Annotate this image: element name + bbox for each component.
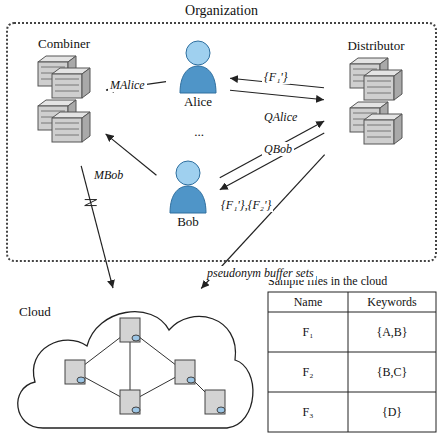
- node-label: Organization: [8, 3, 435, 19]
- alice-user: Alice: [168, 38, 228, 124]
- message-arrow: [220, 121, 324, 178]
- message-arrow: [220, 133, 324, 190]
- node-label: Distributor: [326, 38, 426, 54]
- message-label: MAlice: [108, 78, 147, 92]
- node-label: Alice: [168, 94, 228, 110]
- cloud-servers: [65, 318, 225, 414]
- message-arrow: [201, 155, 324, 289]
- message-label: {F₁'},{F₂'}: [219, 198, 273, 212]
- message-arrow: [230, 90, 324, 100]
- server-unit: [52, 68, 90, 98]
- server-icon: [34, 54, 94, 144]
- node-label: Combiner: [24, 36, 104, 52]
- combiner-server: Combiner: [24, 36, 104, 164]
- server-unit: [364, 114, 402, 144]
- table-cell: F₂: [268, 365, 348, 380]
- table-cell: F₃: [268, 405, 348, 420]
- server-unit: [364, 70, 402, 100]
- person-icon: [176, 38, 220, 94]
- sample-table: [268, 292, 436, 432]
- server-icon: [346, 56, 406, 146]
- table-cell: Keywords: [348, 295, 436, 310]
- cloud-region: Cloud: [5, 290, 260, 436]
- message-label: QBob: [262, 142, 294, 156]
- node-label: Bob: [158, 214, 218, 230]
- organization-region: OrganizationCombinerDistributorAliceBob: [6, 22, 437, 262]
- server-unit: [52, 112, 90, 142]
- node-label: Cloud: [5, 290, 260, 320]
- table-cell: F₁: [268, 325, 348, 340]
- bob-user: Bob: [158, 158, 218, 244]
- table-cell: {D}: [348, 405, 436, 420]
- person-icon: [166, 158, 210, 214]
- message-label: MBob: [92, 168, 125, 182]
- table-cell: {A,B}: [348, 325, 436, 340]
- message-label: {F₁'}: [262, 70, 290, 84]
- table-cell: {B,C}: [348, 365, 436, 380]
- message-label: pseudonym buffer sets: [205, 266, 316, 280]
- break-mark: [85, 200, 97, 206]
- table-cell: Name: [268, 295, 348, 310]
- distributor-server: Distributor: [326, 38, 426, 160]
- message-label: QAlice: [262, 110, 299, 124]
- ellipsis-mark: ...: [184, 124, 214, 140]
- message-arrow: [81, 166, 113, 288]
